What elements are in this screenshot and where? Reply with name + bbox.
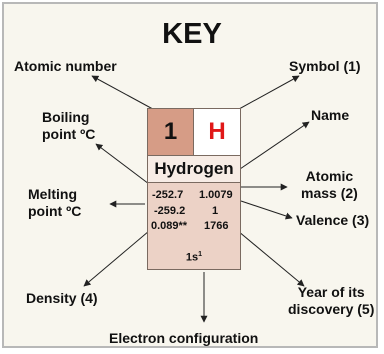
label-year-line2: discovery (5) xyxy=(288,301,375,317)
label-melting-line1: Melting xyxy=(28,186,77,202)
atomic-number-cell: 1 xyxy=(148,109,194,155)
arrows-layer xyxy=(83,75,310,323)
element-card: 1 H Hydrogen -252.7 1.0079 -259.2 1 0.08… xyxy=(147,108,241,270)
label-atomic-mass-line1: Atomic xyxy=(305,168,354,184)
arrow-valence xyxy=(240,200,293,220)
element-name: Hydrogen xyxy=(148,155,240,183)
arrow-boiling xyxy=(95,143,150,185)
boiling-point-value: -252.7 xyxy=(152,189,184,201)
label-atomic-mass: Atomic mass (2) xyxy=(301,168,358,202)
arrow-name xyxy=(239,121,310,170)
key-panel: KEY Atomic number Symbol (1) Boiling poi… xyxy=(2,2,378,348)
electron-config-value: 1s1 xyxy=(148,251,240,264)
arrow-atomic-number xyxy=(91,75,163,115)
year-value: 1766 xyxy=(204,220,229,232)
label-boiling-line2: point ºC xyxy=(42,126,96,142)
atomic-mass-value: 1.0079 xyxy=(199,189,233,201)
label-boiling-line1: Boiling xyxy=(42,109,90,125)
label-atomic-mass-line2: mass (2) xyxy=(301,185,358,201)
electron-config-exponent: 1 xyxy=(198,251,203,258)
label-year-line1: Year of its xyxy=(297,284,365,300)
label-boiling-point: Boiling point ºC xyxy=(42,109,95,143)
label-symbol: Symbol (1) xyxy=(289,58,361,74)
symbol-cell: H xyxy=(194,109,240,155)
arrow-density xyxy=(83,230,150,287)
density-value: 0.089** xyxy=(151,220,188,232)
label-atomic-number: Atomic number xyxy=(14,58,117,74)
label-name: Name xyxy=(311,107,350,123)
arrow-year xyxy=(237,230,305,287)
melting-point-value: -259.2 xyxy=(154,205,186,217)
label-density: Density (4) xyxy=(26,290,98,306)
arrow-symbol xyxy=(229,75,300,115)
label-electron-configuration: Electron configuration xyxy=(109,330,259,346)
label-valence: Valence (3) xyxy=(296,212,370,228)
key-title: KEY xyxy=(162,18,222,50)
valence-value: 1 xyxy=(212,205,219,217)
label-melting-line2: point ºC xyxy=(28,203,82,219)
label-melting-point: Melting point ºC xyxy=(28,186,81,220)
label-year-discovery: Year of its discovery (5) xyxy=(288,284,374,318)
electron-config-base: 1s xyxy=(185,251,199,264)
